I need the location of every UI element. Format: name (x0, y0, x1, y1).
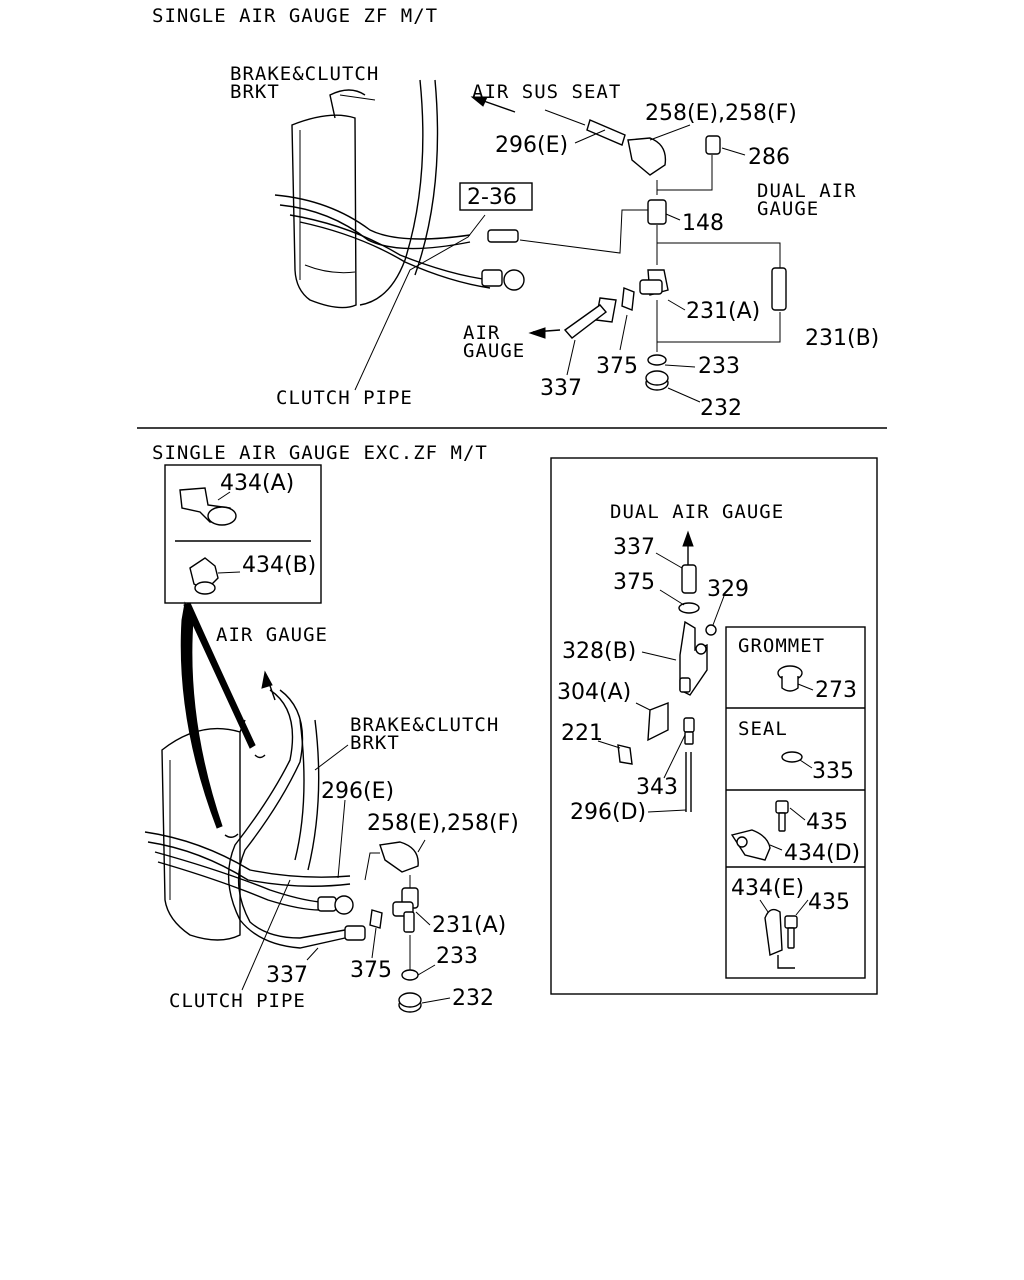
dual-part-273: 273 (815, 678, 857, 703)
bottom-part-233: 233 (436, 944, 478, 969)
bottom-part-337: 337 (266, 963, 308, 988)
dual-panel-parts (617, 530, 717, 812)
top-part-233: 233 (698, 354, 740, 379)
top-cab-panel (274, 79, 491, 309)
clip-inset-box (164, 464, 322, 829)
dual-part-328b: 328(B) (562, 639, 636, 664)
top-ref-box (459, 182, 533, 211)
dual-part-337: 337 (613, 535, 655, 560)
dual-part-329: 329 (707, 577, 749, 602)
top-part-337: 337 (540, 376, 582, 401)
bottom-fittings (317, 841, 422, 1013)
top-section-title: SINGLE AIR GAUGE ZF M/T (152, 5, 438, 27)
dual-air-gauge-panel (550, 457, 878, 995)
bottom-section-title: SINGLE AIR GAUGE EXC.ZF M/T (152, 442, 488, 464)
top-fittings (481, 119, 787, 391)
bottom-part-434a: 434(A) (220, 471, 294, 496)
dual-part-304a: 304(A) (557, 680, 631, 705)
top-leader-lines (339, 94, 781, 403)
top-gauge-label: GAUGE (757, 198, 819, 220)
bottom-brake-clutch-brkt-label: BRAKE&CLUTCH (350, 714, 499, 736)
dual-part-296d: 296(D) (570, 800, 646, 825)
dual-part-343: 343 (636, 775, 678, 800)
bottom-part-258: 258(E),258(F) (367, 811, 519, 836)
dual-part-221: 221 (561, 721, 603, 746)
top-clutch-pipe-label: CLUTCH PIPE (276, 387, 413, 409)
seal-label: SEAL (738, 718, 788, 740)
grommet-label: GROMMET (738, 635, 825, 657)
dual-part-335: 335 (812, 759, 854, 784)
top-ref-box-text: 2-36 (467, 185, 517, 210)
top-air-label: AIR (463, 322, 500, 344)
dual-part-434e: 434(E) (731, 876, 804, 901)
top-air-sus-seat-label: AIR SUS SEAT (472, 81, 621, 103)
bottom-clutch-pipe-label: CLUTCH PIPE (169, 990, 306, 1012)
bottom-part-375: 375 (350, 958, 392, 983)
top-dual-air-label: DUAL AIR (757, 180, 857, 202)
top-part-232: 232 (700, 396, 742, 421)
bottom-part-434b: 434(B) (242, 553, 316, 578)
bottom-brkt-label: BRKT (350, 732, 400, 754)
bottom-part-232: 232 (452, 986, 494, 1011)
dual-panel-leaders (597, 552, 725, 813)
bottom-cab-panel (144, 689, 351, 949)
top-part-375: 375 (596, 354, 638, 379)
top-part-231a: 231(A) (686, 299, 760, 324)
bottom-part-296e: 296(E) (321, 779, 394, 804)
dual-detail-boxes (725, 626, 866, 979)
dual-part-434d: 434(D) (784, 841, 860, 866)
bottom-leader-lines (241, 670, 451, 1004)
bottom-part-231a: 231(A) (432, 913, 506, 938)
top-part-258: 258(E),258(F) (645, 101, 797, 126)
dual-panel-title: DUAL AIR GAUGE (610, 501, 784, 523)
top-part-296e: 296(E) (495, 133, 568, 158)
top-part-286: 286 (748, 145, 790, 170)
bottom-air-gauge-label: AIR GAUGE (216, 624, 328, 646)
top-part-231b: 231(B) (805, 326, 879, 351)
dual-part-435-lower: 435 (808, 890, 850, 915)
dual-part-435-upper: 435 (806, 810, 848, 835)
top-brake-clutch-brkt-label: BRAKE&CLUTCH (230, 63, 379, 85)
top-air-gauge-label: GAUGE (463, 340, 525, 362)
dual-part-375: 375 (613, 570, 655, 595)
top-brkt-label: BRKT (230, 81, 280, 103)
top-part-148: 148 (682, 211, 724, 236)
